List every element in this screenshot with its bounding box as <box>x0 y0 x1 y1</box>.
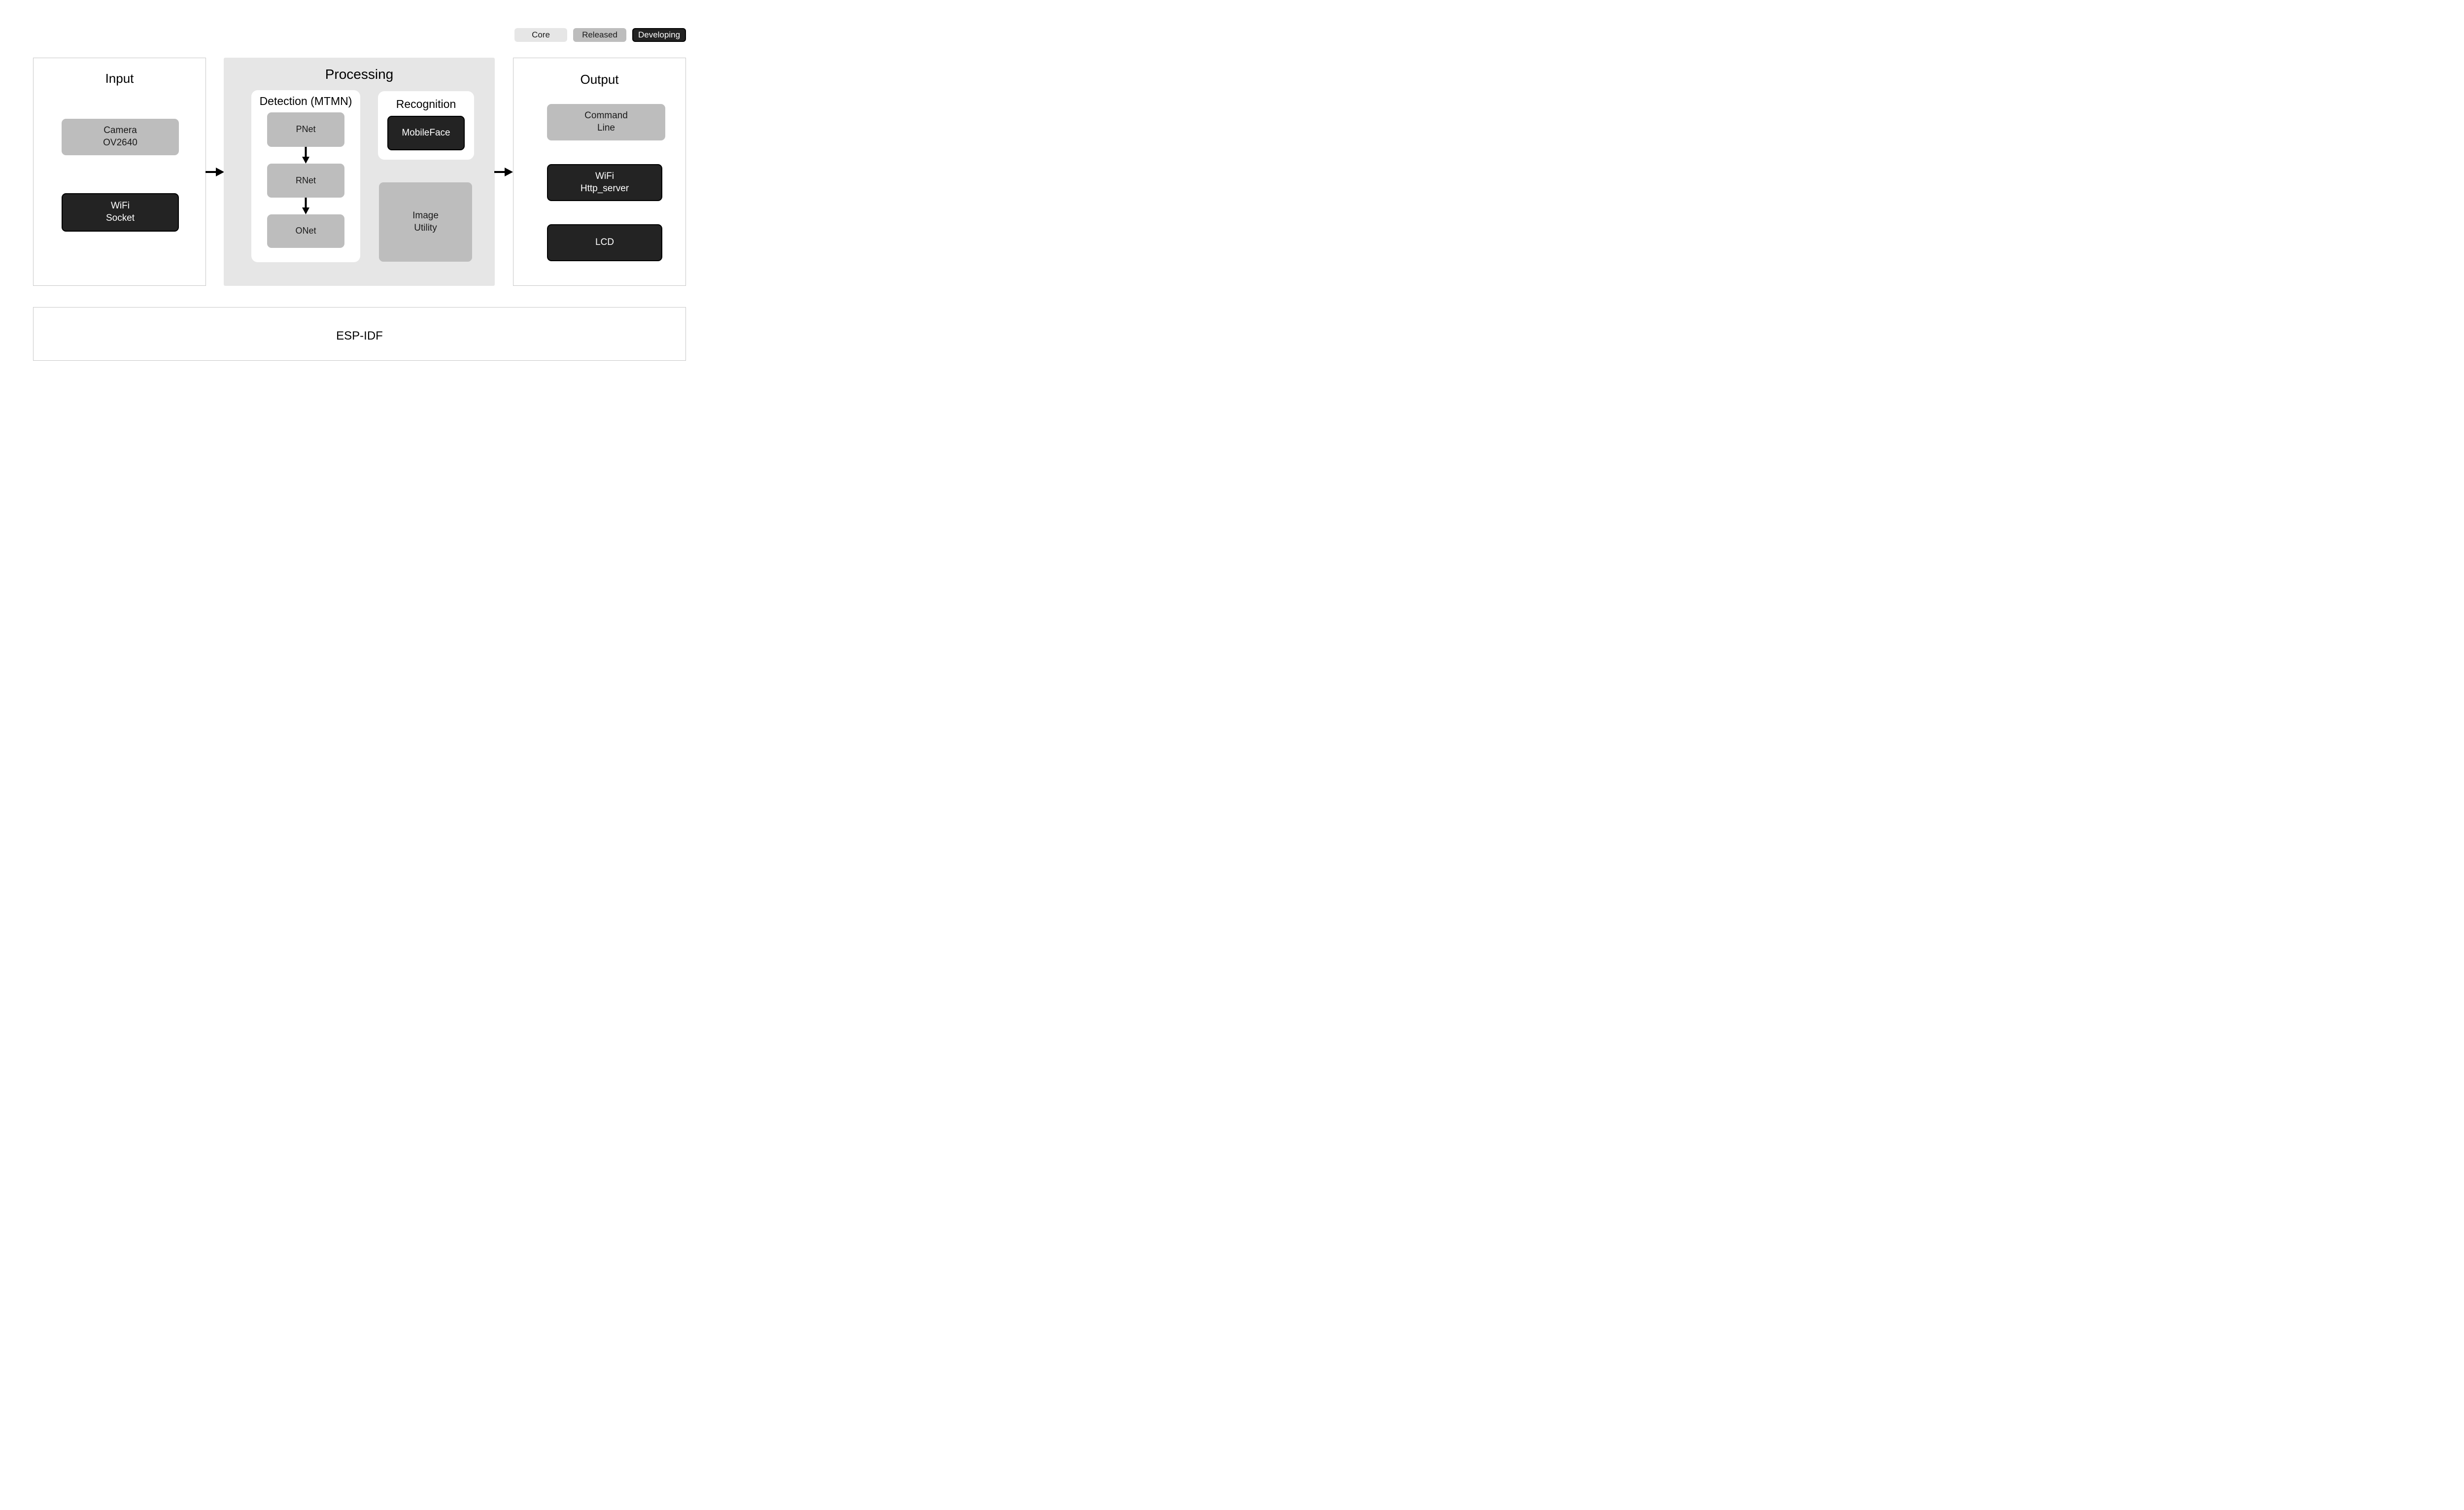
detection-group: Detection (MTMN) PNet RNet ONet <box>251 90 360 262</box>
output-section-title: Output <box>580 72 619 87</box>
onet-node: ONet <box>267 214 344 248</box>
diagram-canvas: Core Released Developing Input Camera OV… <box>0 0 727 378</box>
input-section-title: Input <box>105 71 134 86</box>
arrow-down-icon <box>302 147 309 164</box>
wifi-http-server-node: WiFi Http_server <box>547 164 662 201</box>
wifi-socket-node: WiFi Socket <box>62 193 179 232</box>
esp-idf-title: ESP-IDF <box>336 329 383 343</box>
legend-core-badge: Core <box>514 28 567 42</box>
legend-released-label: Released <box>582 30 617 39</box>
input-section: Input Camera OV2640 WiFi Socket <box>33 58 206 286</box>
command-line-node: Command Line <box>547 104 665 140</box>
rnet-node: RNet <box>267 164 344 198</box>
arrow-down-icon <box>302 198 309 214</box>
lcd-node: LCD <box>547 224 662 261</box>
processing-section-title: Processing <box>325 67 394 82</box>
arrow-right-icon <box>494 168 513 176</box>
camera-ov2640-node: Camera OV2640 <box>62 119 179 155</box>
mobileface-node: MobileFace <box>387 116 465 150</box>
output-section: Output Command Line WiFi Http_server LCD <box>513 58 686 286</box>
pnet-node: PNet <box>267 112 344 147</box>
legend-developing-badge: Developing <box>632 28 686 42</box>
image-utility-node: Image Utility <box>379 182 472 262</box>
esp-idf-section: ESP-IDF <box>33 307 686 361</box>
legend-core-label: Core <box>532 30 550 39</box>
arrow-right-icon <box>205 168 224 176</box>
recognition-title: Recognition <box>396 98 456 110</box>
legend-developing-label: Developing <box>638 30 681 39</box>
legend-released-badge: Released <box>573 28 626 42</box>
processing-section: Processing Detection (MTMN) PNet RNet ON… <box>224 58 495 286</box>
detection-title: Detection (MTMN) <box>259 95 352 107</box>
recognition-group: Recognition MobileFace <box>378 91 474 160</box>
